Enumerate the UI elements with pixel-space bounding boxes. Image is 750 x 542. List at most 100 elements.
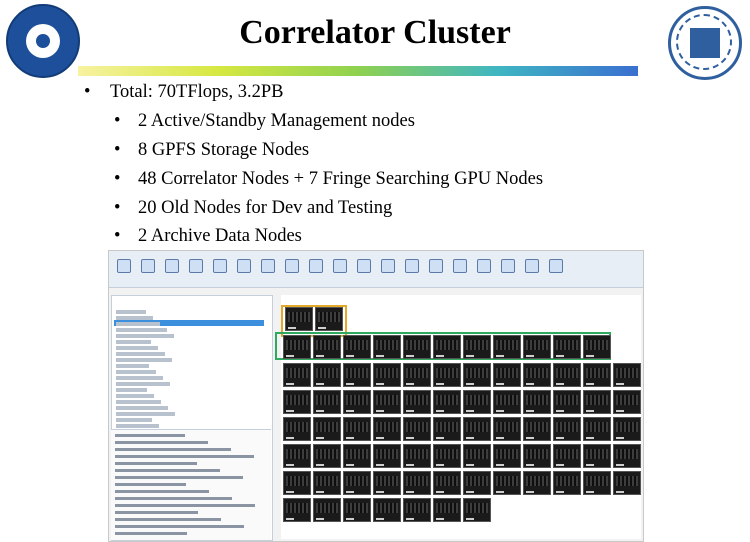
node-tile[interactable] bbox=[523, 471, 551, 495]
node-tile[interactable] bbox=[283, 471, 311, 495]
node-tile[interactable] bbox=[523, 335, 551, 359]
toolbar-icon[interactable] bbox=[381, 259, 395, 273]
tree-row[interactable] bbox=[116, 418, 152, 422]
node-tile[interactable] bbox=[313, 444, 341, 468]
toolbar-icon[interactable] bbox=[189, 259, 203, 273]
tree-row[interactable] bbox=[116, 316, 153, 320]
tree-row[interactable] bbox=[116, 388, 147, 392]
node-tile[interactable] bbox=[463, 335, 491, 359]
node-tile[interactable] bbox=[403, 498, 431, 522]
toolbar-icon[interactable] bbox=[333, 259, 347, 273]
node-tile[interactable] bbox=[313, 363, 341, 387]
toolbar-icon[interactable] bbox=[429, 259, 443, 273]
toolbar-icon[interactable] bbox=[549, 259, 563, 273]
toolbar-icon[interactable] bbox=[261, 259, 275, 273]
node-tile[interactable] bbox=[553, 471, 581, 495]
node-tile[interactable] bbox=[583, 471, 611, 495]
tree-row[interactable] bbox=[116, 340, 151, 344]
node-tile[interactable] bbox=[493, 444, 521, 468]
node-tile[interactable] bbox=[343, 363, 371, 387]
toolbar-icon[interactable] bbox=[213, 259, 227, 273]
node-tile[interactable] bbox=[553, 444, 581, 468]
toolbar-icon[interactable] bbox=[525, 259, 539, 273]
node-tile[interactable] bbox=[373, 471, 401, 495]
node-tile[interactable] bbox=[583, 417, 611, 441]
tree-row[interactable] bbox=[116, 352, 165, 356]
tree-row[interactable] bbox=[116, 382, 170, 386]
node-tile[interactable] bbox=[613, 390, 641, 414]
node-tile[interactable] bbox=[463, 390, 491, 414]
node-tile[interactable] bbox=[463, 417, 491, 441]
node-tile[interactable] bbox=[463, 363, 491, 387]
node-tile[interactable] bbox=[493, 471, 521, 495]
node-tile[interactable] bbox=[373, 390, 401, 414]
node-tile[interactable] bbox=[403, 417, 431, 441]
node-tile[interactable] bbox=[343, 335, 371, 359]
tree-row[interactable] bbox=[116, 358, 172, 362]
tree-row[interactable] bbox=[116, 412, 175, 416]
node-tile[interactable] bbox=[523, 363, 551, 387]
toolbar-icon[interactable] bbox=[477, 259, 491, 273]
node-tile[interactable] bbox=[283, 390, 311, 414]
node-tile[interactable] bbox=[523, 444, 551, 468]
tree-row[interactable] bbox=[116, 406, 168, 410]
node-tile[interactable] bbox=[553, 417, 581, 441]
node-tile[interactable] bbox=[523, 417, 551, 441]
node-tile[interactable] bbox=[313, 417, 341, 441]
node-tile[interactable] bbox=[583, 363, 611, 387]
toolbar-icon[interactable] bbox=[405, 259, 419, 273]
node-tile[interactable] bbox=[373, 444, 401, 468]
tree-row[interactable] bbox=[116, 424, 159, 428]
node-tile[interactable] bbox=[313, 471, 341, 495]
toolbar-icon[interactable] bbox=[237, 259, 251, 273]
node-tile[interactable] bbox=[553, 335, 581, 359]
toolbar-icon[interactable] bbox=[117, 259, 131, 273]
toolbar-icon[interactable] bbox=[309, 259, 323, 273]
node-tile[interactable] bbox=[433, 417, 461, 441]
node-tile[interactable] bbox=[283, 335, 311, 359]
node-tile[interactable] bbox=[553, 390, 581, 414]
node-tile[interactable] bbox=[613, 471, 641, 495]
tree-row[interactable] bbox=[116, 310, 146, 314]
node-tile[interactable] bbox=[613, 363, 641, 387]
node-tile[interactable] bbox=[283, 417, 311, 441]
node-tile[interactable] bbox=[433, 335, 461, 359]
node-tile[interactable] bbox=[433, 471, 461, 495]
node-tile[interactable] bbox=[583, 390, 611, 414]
tree-row[interactable] bbox=[116, 328, 167, 332]
node-tile[interactable] bbox=[373, 498, 401, 522]
node-tile[interactable] bbox=[343, 444, 371, 468]
node-tile[interactable] bbox=[313, 390, 341, 414]
node-tile[interactable] bbox=[403, 444, 431, 468]
tree-row[interactable] bbox=[116, 400, 161, 404]
node-tile[interactable] bbox=[373, 417, 401, 441]
node-tile[interactable] bbox=[403, 335, 431, 359]
node-tile[interactable] bbox=[463, 471, 491, 495]
node-tile[interactable] bbox=[613, 444, 641, 468]
node-tile[interactable] bbox=[493, 363, 521, 387]
node-tile[interactable] bbox=[463, 498, 491, 522]
node-tile[interactable] bbox=[583, 335, 611, 359]
toolbar-icon[interactable] bbox=[357, 259, 371, 273]
toolbar-icon[interactable] bbox=[165, 259, 179, 273]
toolbar-icon[interactable] bbox=[285, 259, 299, 273]
node-tile[interactable] bbox=[613, 417, 641, 441]
node-tile[interactable] bbox=[373, 363, 401, 387]
tree-row[interactable] bbox=[116, 370, 156, 374]
toolbar-icon[interactable] bbox=[501, 259, 515, 273]
node-tile[interactable] bbox=[433, 498, 461, 522]
tree-row[interactable] bbox=[116, 364, 149, 368]
node-tile[interactable] bbox=[433, 363, 461, 387]
node-tile[interactable] bbox=[343, 471, 371, 495]
node-tile[interactable] bbox=[283, 363, 311, 387]
node-tile[interactable] bbox=[343, 390, 371, 414]
node-tile[interactable] bbox=[403, 390, 431, 414]
node-tile[interactable] bbox=[283, 444, 311, 468]
node-tile[interactable] bbox=[433, 444, 461, 468]
node-tile[interactable] bbox=[433, 390, 461, 414]
node-tile[interactable] bbox=[373, 335, 401, 359]
node-tile[interactable] bbox=[493, 417, 521, 441]
node-tile[interactable] bbox=[315, 307, 343, 331]
toolbar-icon[interactable] bbox=[141, 259, 155, 273]
node-tile[interactable] bbox=[313, 498, 341, 522]
